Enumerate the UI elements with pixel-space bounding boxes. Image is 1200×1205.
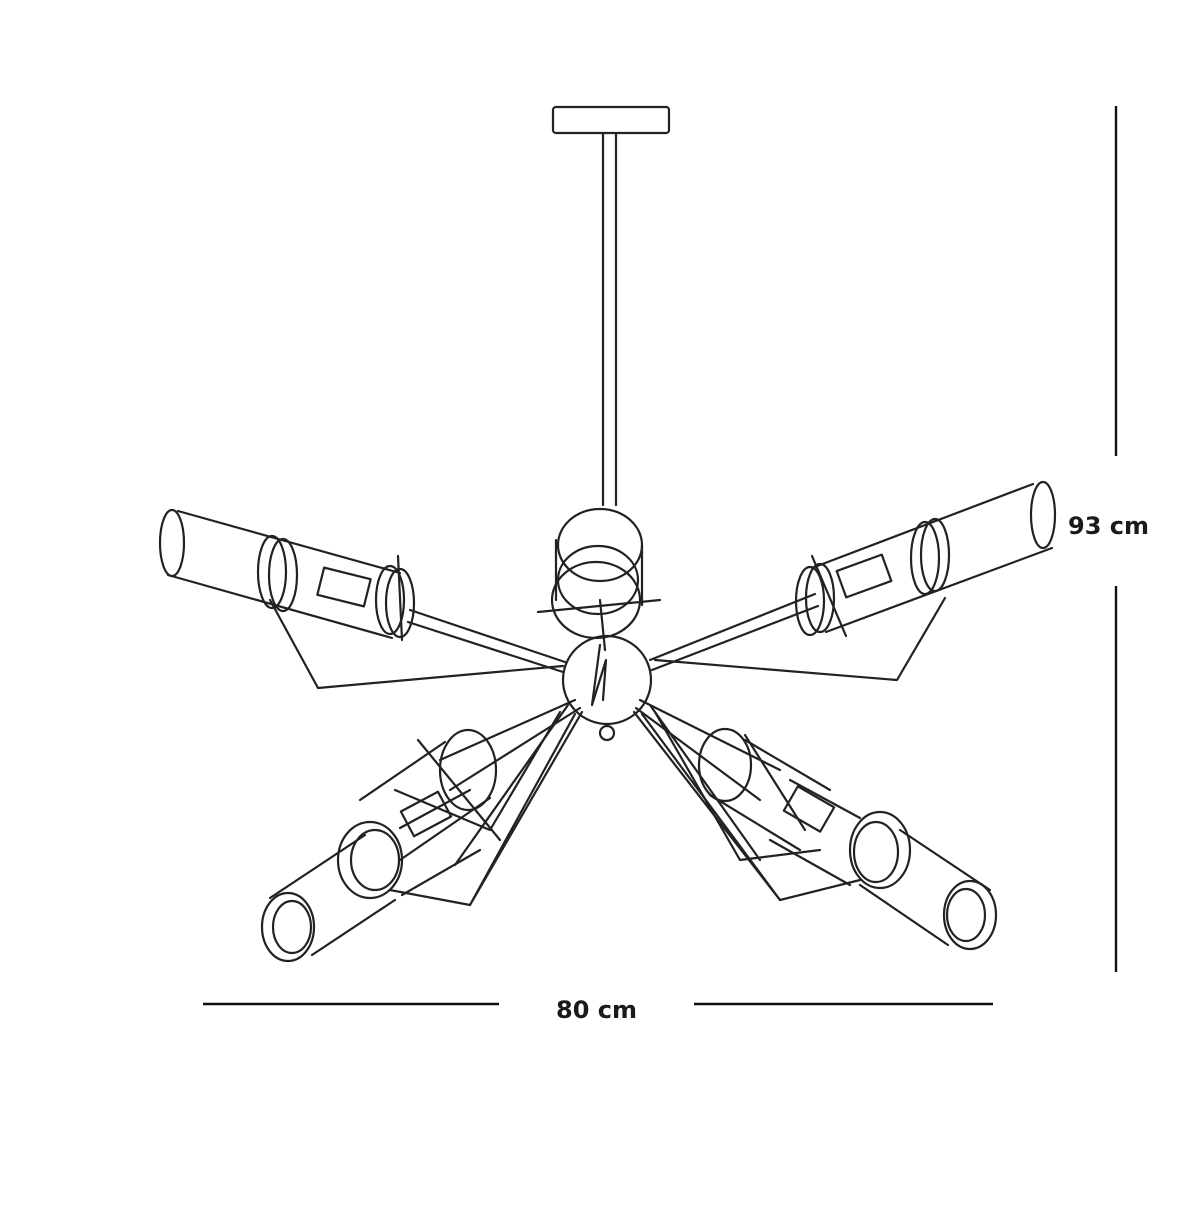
arm-left — [158, 508, 567, 690]
central-hub — [561, 634, 653, 742]
down-rod — [601, 131, 618, 507]
arm-lower-right — [632, 698, 998, 951]
width-dimension-label: 80 cm — [556, 996, 637, 1024]
ceiling-canopy — [551, 105, 671, 135]
shade-top-back — [536, 507, 662, 652]
arm-lower-left — [260, 698, 584, 963]
height-dimension-label: 93 cm — [1068, 512, 1149, 540]
arm-right — [648, 480, 1057, 682]
